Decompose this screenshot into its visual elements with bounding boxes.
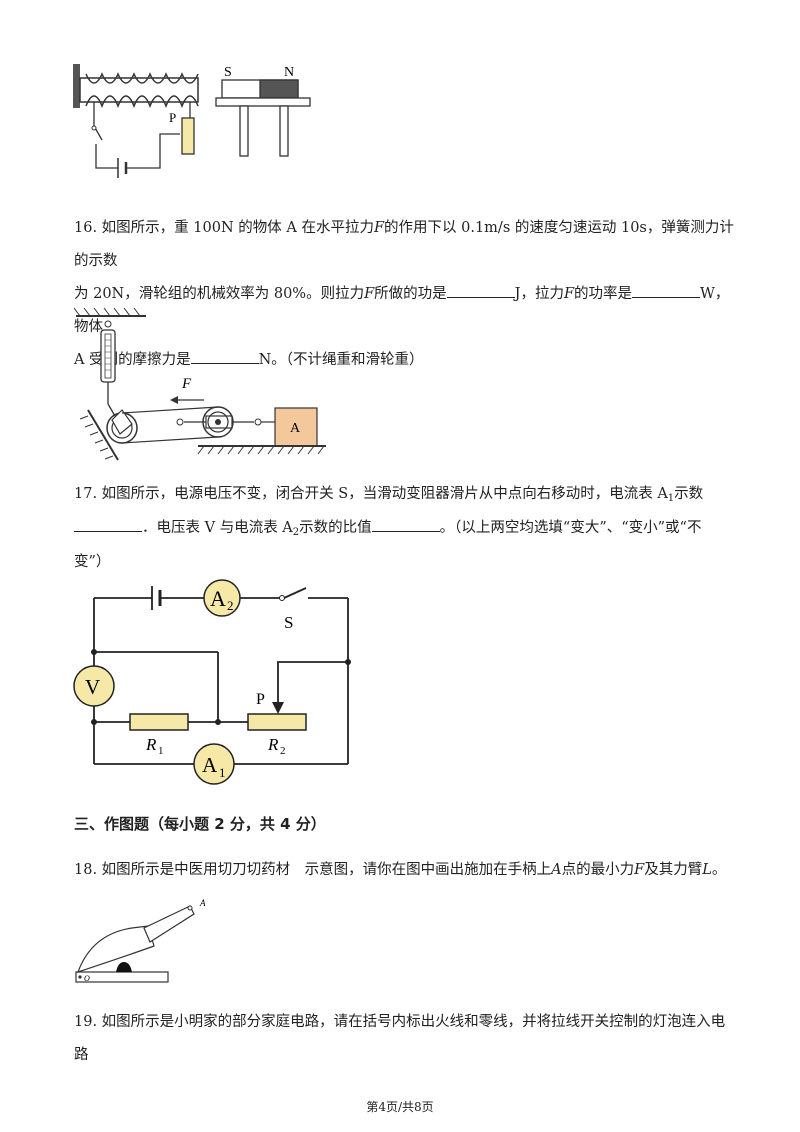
pivot-label-o: O [84,974,90,983]
pole-label-s: S [224,65,232,80]
ammeter-a2-sub: 2 [227,598,234,613]
figure-electromagnet: P S N [73,64,311,178]
block-label-a: A [290,421,301,436]
switch-label-s: S [284,613,293,632]
resistor-r1-sub: 1 [158,745,164,757]
slider-label-p: P [256,691,265,708]
slider-label-p: P [169,110,176,125]
force-label-f: F [181,376,192,392]
resistor-r2-letter: R [267,735,279,754]
ammeter-a2-letter: A [210,586,226,611]
question-17-text: 17. 如图所示，电源电压不变，闭合开关 S，当滑动变阻器滑片从中点向右移动时，… [74,486,704,570]
voltmeter-v-letter: V [85,675,100,699]
figure-herb-cutter: O A [75,898,206,983]
question-16-text: 16. 如图所示，重 100N 的物体 A 在水平拉力F的作用下以 0.1m/s… [74,220,734,368]
resistor-r1-letter: R [145,735,157,754]
ammeter-a1-letter: A [202,753,218,777]
pole-label-n: N [284,65,294,80]
figure-circuit: A 2 S V R 1 R 2 P A [73,579,351,785]
answer-blank-a1[interactable] [74,513,142,532]
figure-pulley: F A [74,307,326,461]
question-19-text: 19. 如图所示是小明家的部分家庭电路，请在括号内标出火线和零线，并将拉线开关控… [74,1014,726,1063]
answer-blank-power[interactable] [632,279,701,298]
page-footer: 第4页/共8页 [366,1100,434,1114]
question-18-text: 18. 如图所示是中医用切刀切药材 示意图，请你在图中画出施加在手柄上A点的最小… [74,862,727,878]
section-heading: 三、作图题（每小题 2 分，共 4 分） [74,815,326,833]
ammeter-a1-sub: 1 [219,765,226,780]
handle-label-a: A [199,898,206,908]
answer-blank-work[interactable] [446,279,515,298]
answer-blank-friction[interactable] [190,345,259,364]
answer-blank-ratio[interactable] [371,513,440,532]
resistor-r2-sub: 2 [280,745,286,757]
